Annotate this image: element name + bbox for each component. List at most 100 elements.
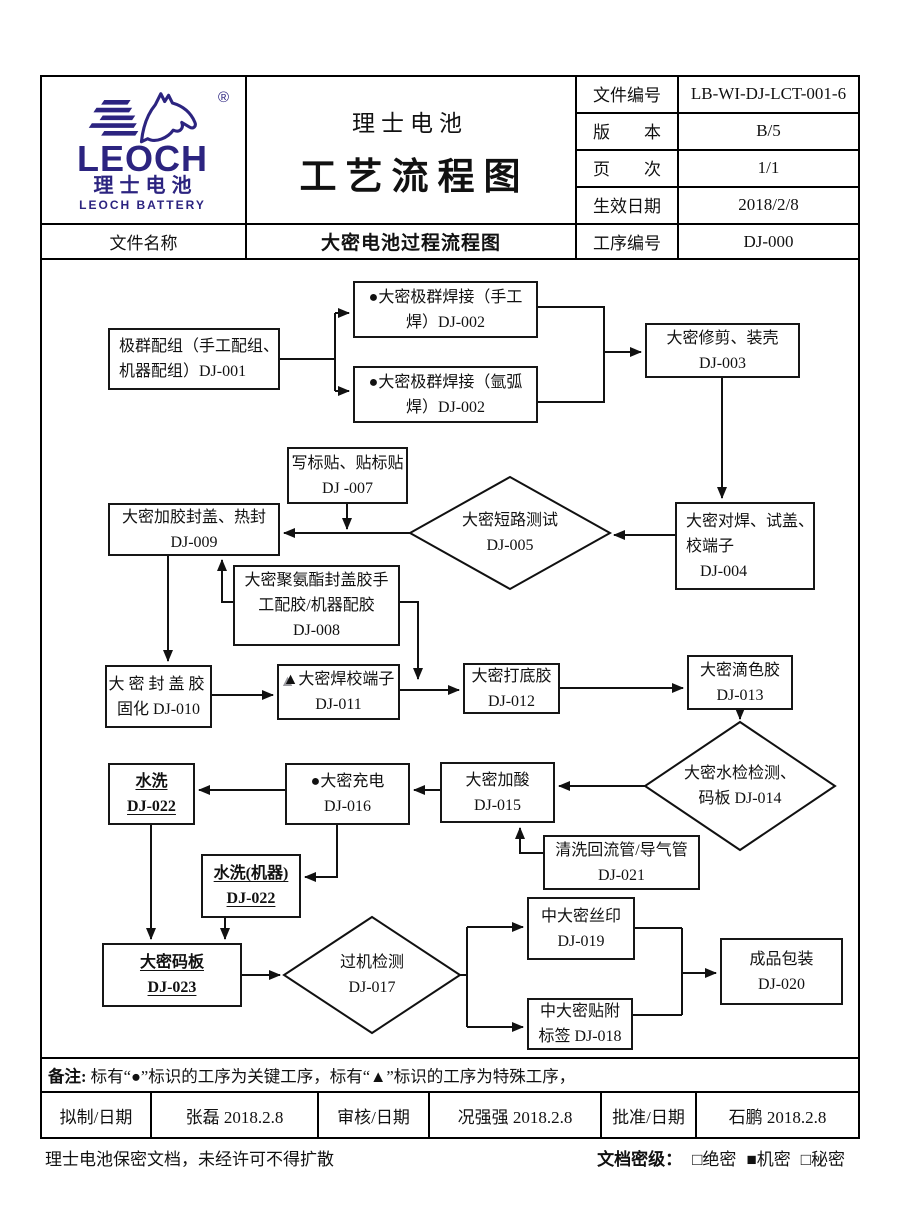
confidentiality-statement: 理士电池保密文档，未经许可不得扩散 [45, 1149, 334, 1169]
flow-node-dj011: ▲大密焊校端子 DJ-011 [277, 664, 400, 720]
decision-dj005: 大密短路测试 DJ-005 [420, 508, 600, 558]
flow-node-dj007: 写标贴、贴标贴 DJ -007 [287, 447, 408, 504]
node-text: 大密水检检测、 [683, 765, 796, 782]
node-text: DJ-021 [597, 866, 646, 884]
horse-head-icon [88, 91, 197, 143]
flow-node-dj003: 大密修剪、装壳 DJ-003 [645, 323, 800, 378]
node-text: 工配胶/机器配胶 [258, 597, 375, 614]
flow-node-dj021: 清洗回流管/导气管 DJ-021 [543, 835, 700, 890]
security-option-confidential-checked: ■机密 [746, 1149, 791, 1169]
divider [428, 1093, 430, 1137]
node-text: 大密打底胶 [471, 667, 552, 685]
divider [42, 1057, 858, 1059]
divider [150, 1093, 152, 1137]
flow-node-dj013: 大密滴色胶 DJ-013 [687, 655, 793, 710]
flow-node-dj016: ●大密充电 DJ-016 [285, 763, 410, 825]
process-no-label: 工序编号 [593, 234, 661, 253]
divider [42, 258, 858, 260]
node-text: 焊）DJ-002 [405, 313, 486, 331]
node-text: 中大密丝印 [540, 907, 621, 925]
logo-english-name: LEOCH BATTERY [79, 197, 206, 212]
version-value: B/5 [756, 120, 781, 140]
node-text: DJ-008 [292, 622, 341, 639]
node-text: 清洗回流管/导气管 [555, 841, 688, 859]
flow-node-dj002-manual: ●大密极群焊接（手工 焊）DJ-002 [353, 281, 538, 338]
divider [245, 77, 247, 258]
flow-node-dj004: 大密对焊、试盖、 校端子 DJ-004 [675, 502, 815, 590]
flow-node-dj002-argon: ●大密极群焊接（氩弧 焊）DJ-002 [353, 366, 538, 423]
notes-text: 标有“●”标识的工序为关键工序，标有“▲”标识的工序为特殊工序， [90, 1067, 576, 1086]
node-text: 机器配组）DJ-001 [119, 363, 247, 380]
node-text: DJ-023 [147, 979, 197, 996]
company-title: 理士电池 [352, 110, 468, 136]
process-no-value: DJ-000 [743, 231, 794, 251]
review-label: 审核/日期 [337, 1107, 410, 1127]
security-level-row: 文档密级： □绝密 ■机密 □秘密 [445, 1145, 845, 1169]
registered-trademark-icon: ® [217, 89, 229, 106]
notes-label: 备注: [48, 1067, 87, 1086]
notes-row: 备注: 标有“●”标识的工序为关键工序，标有“▲”标识的工序为特殊工序， [48, 1059, 848, 1091]
node-text: 标签 DJ-018 [538, 1028, 622, 1045]
decision-dj014-shape [643, 720, 837, 852]
node-text: DJ-015 [473, 796, 522, 814]
node-text: 校端子 [686, 537, 735, 555]
draft-label: 拟制/日期 [59, 1107, 133, 1127]
node-text: DJ-020 [757, 975, 806, 993]
divider [695, 1093, 697, 1137]
node-text: 大密聚氨酯封盖胶手 [244, 572, 389, 589]
node-text: DJ-005 [486, 537, 534, 554]
page-no-label: 页 次 [593, 160, 661, 179]
node-text: 码板 DJ-014 [698, 790, 782, 807]
page-no-value: 1/1 [757, 157, 780, 177]
approve-value: 石鹏 2018.2.8 [728, 1107, 827, 1127]
node-text: DJ-009 [170, 533, 218, 551]
flow-node-dj015: 大密加酸 DJ-015 [440, 762, 555, 823]
node-text: ●大密极群焊接（手工 [368, 288, 523, 306]
divider [575, 77, 577, 258]
node-text: DJ-011 [315, 696, 362, 713]
page-title: 工艺流程图 [299, 156, 530, 197]
node-text: DJ -007 [321, 479, 374, 497]
node-text: 写标贴、贴标贴 [291, 454, 404, 472]
flow-node-dj020: 成品包装 DJ-020 [720, 938, 843, 1005]
node-text: 大密滴色胶 [699, 661, 780, 679]
divider [42, 1091, 858, 1093]
node-text: DJ-003 [698, 354, 747, 372]
doc-no-label: 文件编号 [593, 86, 661, 105]
leoch-logo: ® LEOCH 理士电池 LEOCH BATTERY [40, 75, 245, 223]
effective-date-label: 生效日期 [593, 197, 661, 216]
node-text: 极群配组（手工配组、 [119, 338, 280, 355]
security-option-top-secret: □绝密 [692, 1149, 737, 1169]
logo-chinese-name: 理士电池 [93, 174, 198, 197]
divider [600, 1093, 602, 1137]
node-text: 焊）DJ-002 [405, 398, 486, 416]
node-text: DJ-017 [348, 979, 396, 996]
flow-node-dj012: 大密打底胶 DJ-012 [463, 663, 560, 714]
doc-name-value: 大密电池过程流程图 [320, 233, 501, 254]
security-option-secret: □秘密 [800, 1149, 845, 1169]
node-text: DJ-022 [127, 798, 176, 815]
divider [677, 77, 679, 258]
node-text: ●大密充电 [310, 773, 385, 790]
special-process-triangle-marker: ▲ [282, 671, 299, 688]
node-text: 固化 DJ-010 [116, 700, 201, 718]
decision-dj014: 大密水检检测、 码板 DJ-014 [650, 761, 830, 811]
draft-value: 张磊 2018.2.8 [185, 1107, 284, 1127]
divider [577, 186, 858, 188]
node-text: 大密加胶封盖、热封 [121, 508, 266, 526]
divider [317, 1093, 319, 1137]
node-text: 大密封盖胶 [108, 675, 209, 693]
node-text: DJ-004 [700, 562, 748, 580]
document-border [40, 75, 860, 1139]
logo-wordmark: LEOCH [77, 137, 208, 179]
divider [577, 149, 858, 151]
node-text: 大密对焊、试盖、 [686, 512, 815, 530]
node-text: DJ-013 [716, 686, 764, 704]
flow-node-dj022-wash: 水洗 DJ-022 [108, 763, 195, 825]
divider [42, 223, 858, 225]
security-level-label: 文档密级： [597, 1149, 683, 1169]
node-text: 大密码板 [139, 954, 204, 971]
node-text: 大密修剪、装壳 [666, 329, 779, 347]
